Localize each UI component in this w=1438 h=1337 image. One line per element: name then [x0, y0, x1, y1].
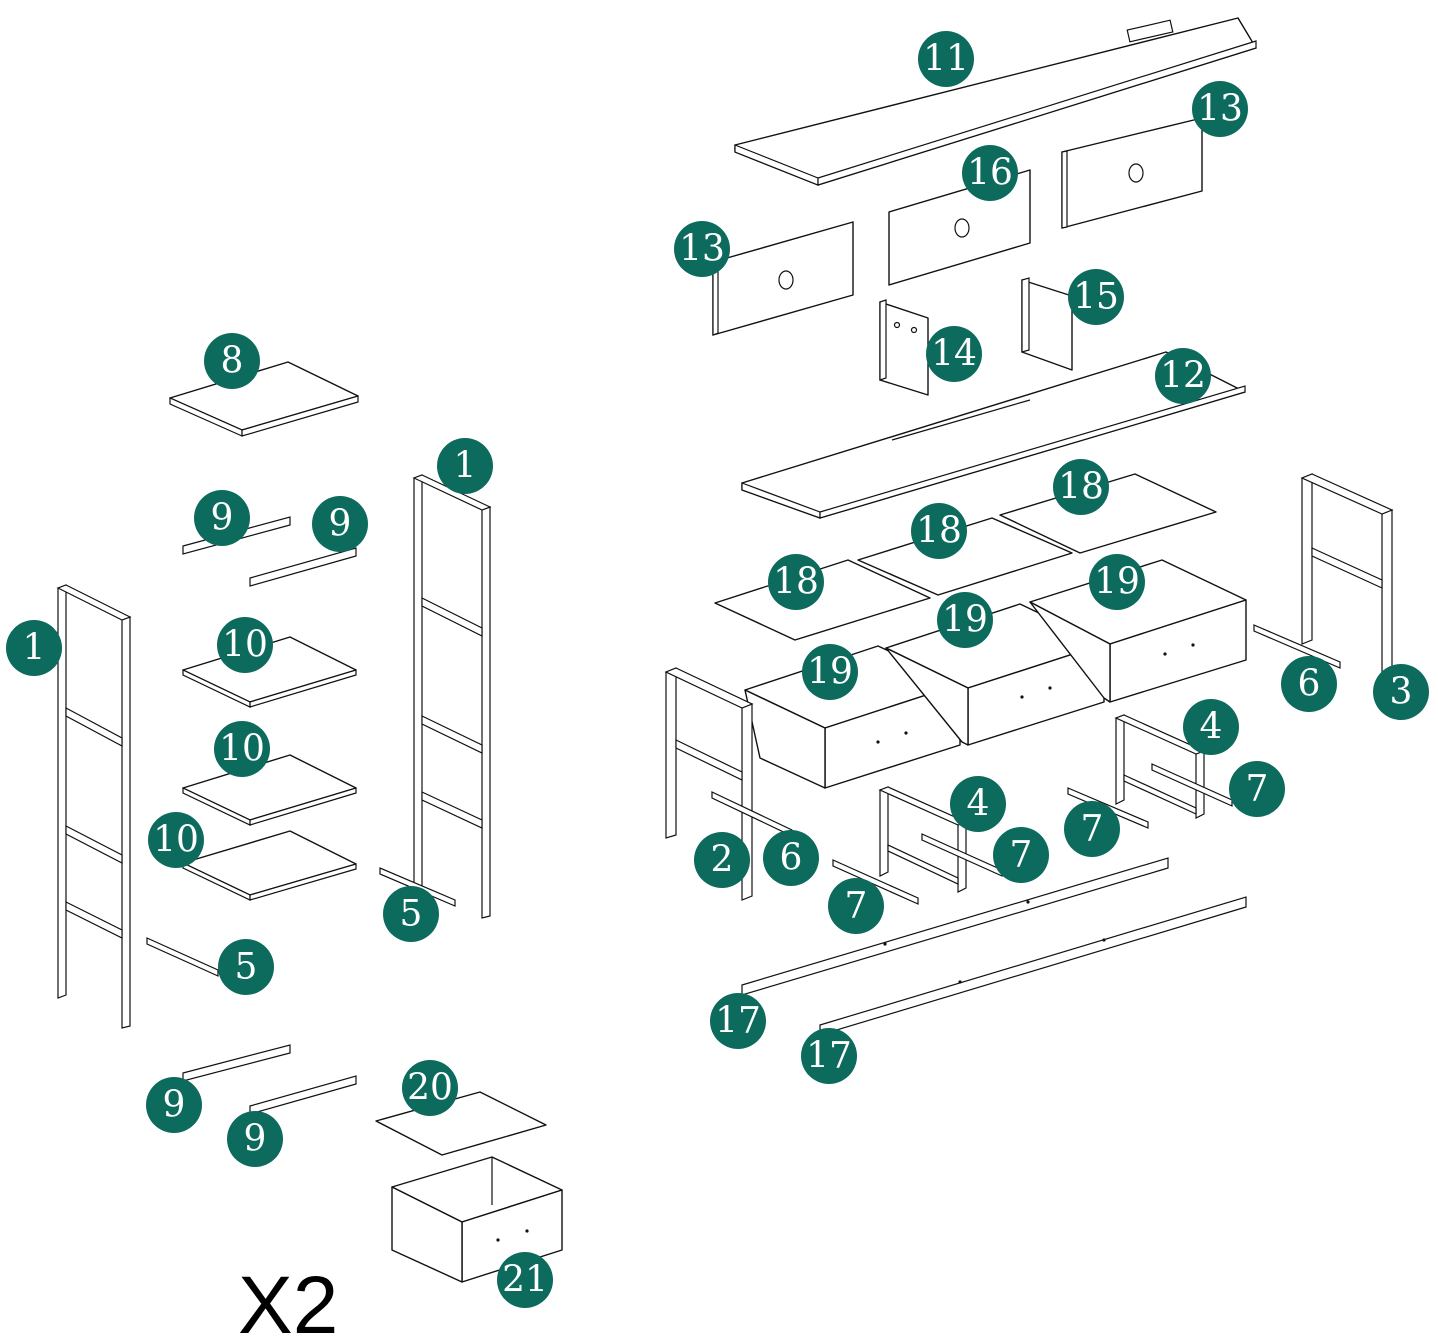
callout-13-left: 13: [674, 221, 730, 277]
callout-7-far-right: 7: [1229, 761, 1285, 817]
callout-19-right: 19: [1089, 554, 1145, 610]
callout-18-right: 18: [1053, 459, 1109, 515]
callout-9-top-right: 9: [312, 496, 368, 552]
svg-text:13: 13: [679, 229, 725, 270]
svg-text:18: 18: [773, 562, 819, 603]
svg-text:10: 10: [219, 729, 265, 770]
svg-text:7: 7: [1010, 835, 1033, 876]
callout-9-bottom-right: 9: [227, 1111, 283, 1167]
svg-text:7: 7: [1246, 769, 1269, 810]
part-18-bottom-panels: [714, 473, 1217, 641]
svg-text:5: 5: [235, 947, 258, 988]
callout-17-bottom: 17: [801, 1028, 857, 1084]
callout-13-right: 13: [1192, 81, 1248, 137]
callout-15: 15: [1068, 269, 1124, 325]
svg-text:12: 12: [1160, 356, 1206, 397]
svg-text:19: 19: [1094, 562, 1140, 603]
callout-11: 11: [918, 31, 974, 87]
callout-10-bottom: 10: [148, 812, 204, 868]
callout-2: 2: [694, 832, 750, 888]
svg-text:9: 9: [244, 1119, 267, 1160]
svg-text:10: 10: [222, 625, 268, 666]
part-1-tall-frame-right: [412, 474, 492, 919]
callout-18-left: 18: [768, 554, 824, 610]
svg-text:13: 13: [1197, 89, 1243, 130]
callout-10-top: 10: [217, 617, 273, 673]
callout-5-left: 5: [218, 939, 274, 995]
svg-text:21: 21: [502, 1260, 548, 1301]
svg-text:4: 4: [1200, 707, 1223, 748]
svg-text:10: 10: [153, 820, 199, 861]
callout-1-left: 1: [6, 620, 62, 676]
part-12-middle-board: [741, 351, 1246, 519]
svg-text:18: 18: [1058, 467, 1104, 508]
svg-text:18: 18: [916, 511, 962, 552]
callout-17-top: 17: [710, 993, 766, 1049]
svg-text:19: 19: [942, 600, 988, 641]
svg-text:14: 14: [931, 334, 977, 375]
callout-1-right: 1: [437, 438, 493, 494]
part-4-drawer-frame-1: [878, 786, 968, 893]
callout-7-left: 7: [828, 878, 884, 934]
svg-text:11: 11: [923, 39, 969, 80]
callout-5-right: 5: [383, 886, 439, 942]
part-15-divider: [1021, 277, 1073, 371]
svg-text:6: 6: [780, 838, 803, 879]
callout-18-middle: 18: [911, 503, 967, 559]
svg-text:6: 6: [1298, 664, 1321, 705]
svg-text:16: 16: [967, 153, 1013, 194]
part-17-long-rails: [741, 857, 1247, 1036]
svg-text:2: 2: [711, 840, 734, 881]
callout-10-middle: 10: [214, 721, 270, 777]
part-1-tall-frame-left: [56, 584, 132, 1029]
callout-19-middle: 19: [937, 592, 993, 648]
callout-20: 20: [402, 1060, 458, 1116]
part-11-top-board: [734, 17, 1257, 186]
callout-21: 21: [497, 1252, 553, 1308]
svg-text:9: 9: [211, 498, 234, 539]
svg-text:15: 15: [1073, 277, 1119, 318]
callout-4-right: 4: [1183, 699, 1239, 755]
callout-7-middle: 7: [993, 827, 1049, 883]
part-19-drawer-box-3: [1029, 559, 1247, 703]
callout-6-left: 6: [763, 830, 819, 886]
callout-12: 12: [1155, 348, 1211, 404]
quantity-note: X2: [238, 1260, 338, 1337]
svg-text:4: 4: [967, 784, 990, 825]
callout-6-right: 6: [1281, 656, 1337, 712]
part-3-side-frame: [1300, 473, 1394, 683]
svg-text:20: 20: [407, 1068, 453, 1109]
callout-8: 8: [204, 333, 260, 389]
svg-text:1: 1: [454, 446, 477, 487]
svg-text:7: 7: [1081, 809, 1104, 850]
part-8-top-shelf: [169, 361, 359, 437]
svg-text:19: 19: [807, 652, 853, 693]
part-10-shelves: [182, 636, 357, 901]
callout-3: 3: [1373, 664, 1429, 720]
svg-text:17: 17: [806, 1036, 852, 1077]
svg-text:9: 9: [329, 504, 352, 545]
callout-14: 14: [926, 326, 982, 382]
svg-text:8: 8: [221, 341, 244, 382]
svg-text:17: 17: [715, 1001, 761, 1042]
callout-7-right: 7: [1064, 801, 1120, 857]
svg-text:7: 7: [845, 886, 868, 927]
callout-9-bottom-left: 9: [146, 1077, 202, 1133]
part-20-bottom-panel: [375, 1091, 547, 1156]
part-14-divider: [879, 299, 929, 396]
part-9-rails-bottom: [182, 1044, 357, 1115]
callout-9-top-left: 9: [194, 490, 250, 546]
callout-16: 16: [962, 145, 1018, 201]
callout-4-left: 4: [950, 776, 1006, 832]
part-13-right-panel: [1061, 117, 1203, 229]
part-21-drawer-box: [391, 1156, 563, 1283]
part-13-left-panel: [712, 221, 854, 336]
svg-text:9: 9: [163, 1085, 186, 1126]
svg-text:1: 1: [23, 628, 46, 669]
svg-text:5: 5: [400, 894, 423, 935]
callout-19-left: 19: [802, 644, 858, 700]
svg-text:3: 3: [1390, 672, 1413, 713]
